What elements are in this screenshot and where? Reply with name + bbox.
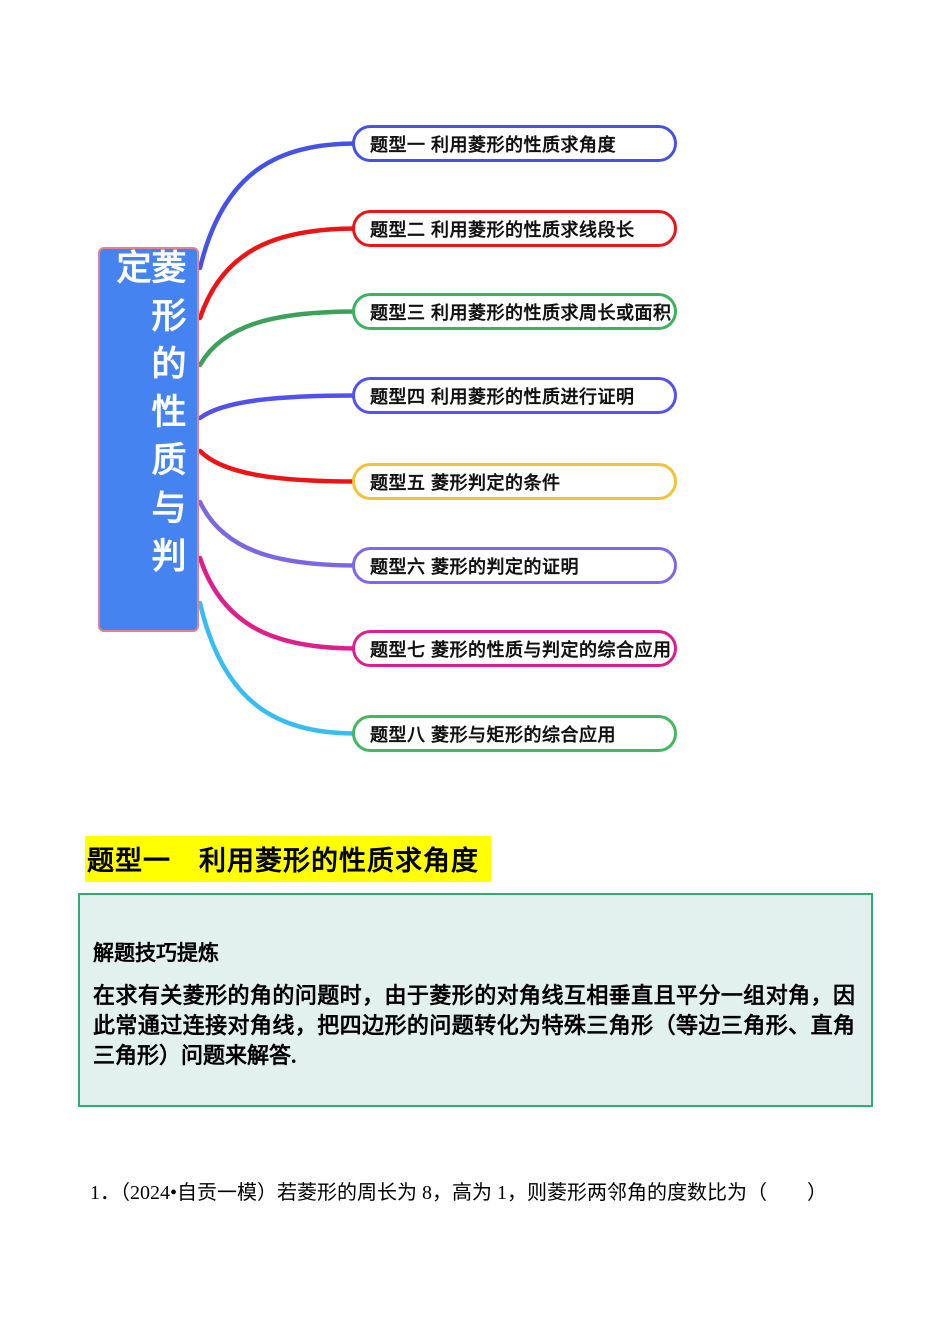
branch-label: 题型三 利用菱形的性质求周长或面积	[370, 302, 672, 323]
mindmap-branch-node: 题型七 菱形的性质与判定的综合应用	[352, 630, 677, 667]
branch-curve	[197, 499, 360, 568]
mindmap-branch-node: 题型八 菱形与矩形的综合应用	[352, 715, 677, 752]
mindmap-branch-node: 题型四 利用菱形的性质进行证明	[352, 377, 677, 414]
mindmap-branch-node: 题型五 菱形判定的条件	[352, 463, 677, 500]
mindmap: 菱形的性质与判定 题型一 利用菱形的性质求角度 题型二 利用菱形的性质求线段长 …	[98, 125, 677, 752]
tips-box: 解题技巧提炼 在求有关菱形的角的问题时，由于菱形的对角线互相垂直且平分一组对角，…	[78, 893, 873, 1107]
branch-curve	[197, 141, 360, 271]
branch-label: 题型二 利用菱形的性质求线段长	[370, 219, 635, 240]
branch-curve	[197, 226, 360, 321]
branch-curve	[197, 393, 360, 421]
branch-label: 题型四 利用菱形的性质进行证明	[370, 386, 635, 407]
branch-label: 题型七 菱形的性质与判定的综合应用	[370, 639, 672, 660]
tips-title: 解题技巧提炼	[93, 941, 219, 965]
mindmap-branch-node: 题型三 利用菱形的性质求周长或面积	[352, 293, 677, 330]
question-text: 1．（2024•自贡一模）若菱形的周长为 8，高为 1，则菱形两邻角的度数比为（…	[90, 1182, 828, 1204]
branch-label: 题型六 菱形的判定的证明	[370, 556, 579, 577]
branch-label: 题型一 利用菱形的性质求角度	[370, 134, 616, 155]
mindmap-branch-node: 题型二 利用菱形的性质求线段长	[352, 210, 677, 247]
branch-curve	[197, 448, 360, 484]
mindmap-branch-node: 题型一 利用菱形的性质求角度	[352, 125, 677, 162]
section-heading: 题型一 利用菱形的性质求角度	[85, 836, 491, 882]
branch-label: 题型五 菱形判定的条件	[370, 472, 561, 493]
branch-curve	[197, 600, 360, 736]
mindmap-curves	[197, 141, 360, 736]
mindmap-root-node: 菱形的性质与判定	[98, 247, 199, 632]
mindmap-root-label: 菱形的性质与判定	[111, 249, 186, 585]
branch-label: 题型八 菱形与矩形的综合应用	[370, 724, 616, 745]
tips-body: 在求有关菱形的角的问题时，由于菱形的对角线互相垂直且平分一组对角，因此常通过连接…	[93, 983, 855, 1068]
branch-curve	[197, 309, 360, 368]
mindmap-branch-node: 题型六 菱形的判定的证明	[352, 547, 677, 584]
branch-curve	[197, 555, 360, 651]
